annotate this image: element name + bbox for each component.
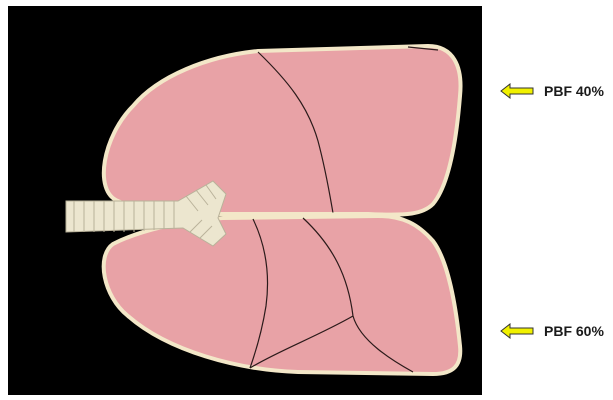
left-arrow-icon — [500, 83, 534, 99]
upper-lung-lobe — [104, 46, 461, 215]
upper-pbf-label: PBF 40% — [544, 83, 604, 99]
lung-diagram — [8, 6, 482, 395]
lower-lung-lobe — [104, 216, 461, 374]
lung-diagram-panel — [8, 6, 482, 395]
lower-pbf-label: PBF 60% — [544, 323, 604, 339]
upper-pbf-annotation: PBF 40% — [500, 83, 604, 99]
left-arrow-icon — [500, 323, 534, 339]
lower-pbf-annotation: PBF 60% — [500, 323, 604, 339]
